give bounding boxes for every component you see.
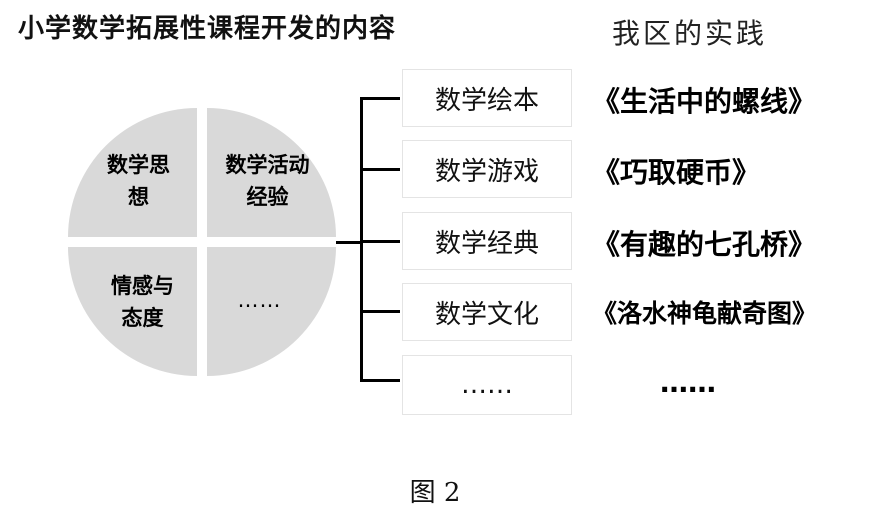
example-title: 《洛水神龟献奇图》 [592, 299, 818, 328]
bracket-tick-4 [360, 310, 400, 313]
example-title: 《有趣的七孔桥》 [592, 228, 817, 261]
bracket-tick-2 [360, 168, 400, 171]
pie-quadrant-activity-experience: 数学活动经验 [207, 108, 336, 237]
bracket-tick-3 [360, 240, 400, 243]
topic-box: 数学经典 [402, 212, 572, 270]
bracket-tick-5 [360, 379, 400, 382]
pie-quadrant-label: 数学思想 [107, 152, 170, 209]
pie-quadrant-label: …… [237, 287, 282, 312]
pie-quadrant-math-thinking: 数学思想 [68, 108, 197, 237]
topic-box: 数学绘本 [402, 69, 572, 127]
pie-quadrant-more: …… [207, 247, 336, 376]
example-title: 《生活中的螺线》 [592, 85, 817, 118]
pie-quadrant-label: 数学活动经验 [225, 152, 310, 209]
diagram-title: 小学数学拓展性课程开发的内容 [18, 14, 397, 44]
topic-box: 数学文化 [402, 283, 572, 341]
pie-quadrant-label: 情感与态度 [111, 273, 174, 330]
goals-pie: 数学思想 数学活动经验 情感与态度 …… [68, 108, 336, 376]
topic-box: …… [402, 355, 572, 415]
example-title: …… [660, 366, 716, 399]
pie-quadrant-attitude: 情感与态度 [68, 247, 197, 376]
example-title: 《巧取硬币》 [592, 156, 761, 189]
bracket-tick-1 [360, 97, 400, 100]
connector-horizontal-main [336, 241, 362, 244]
connector-vertical-bracket [360, 97, 363, 382]
topic-box: 数学游戏 [402, 140, 572, 198]
figure-caption: 图 2 [409, 478, 461, 508]
diagram-subtitle: 我区的实践 [612, 17, 768, 50]
